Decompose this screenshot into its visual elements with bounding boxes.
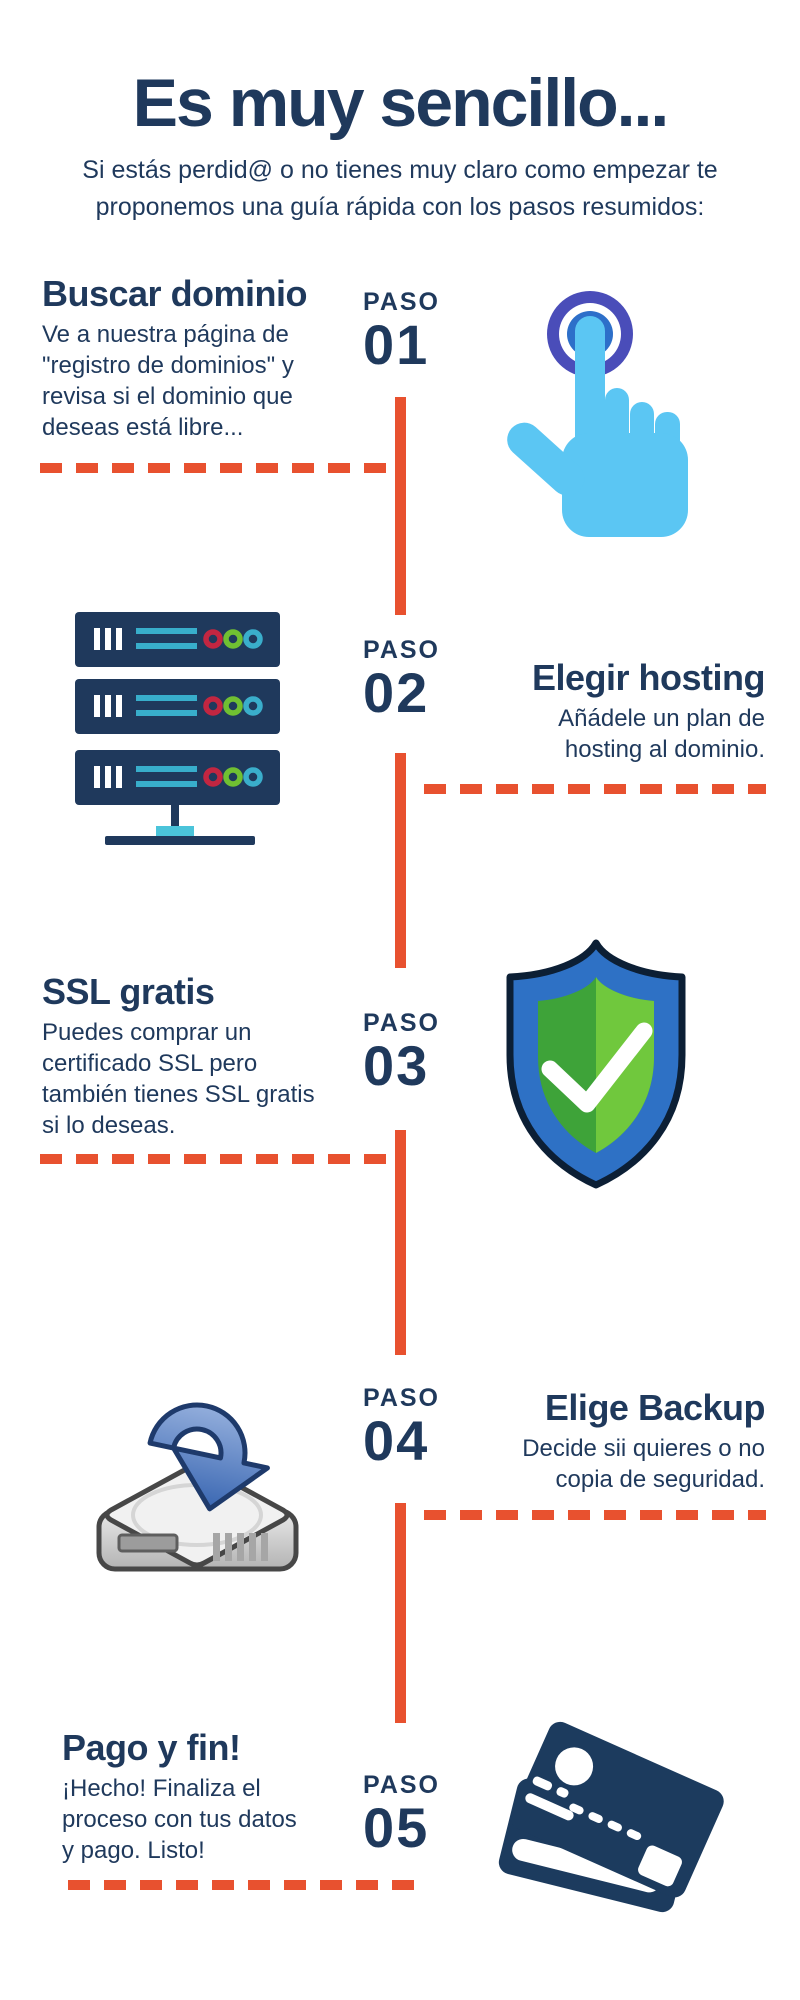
paso-number: 01 — [363, 313, 430, 376]
step2-body: Añádele un plan de hosting al dominio. — [558, 705, 765, 763]
page-subtitle: Si estás perdid@ o no tienes muy claro c… — [82, 156, 718, 221]
page-title: Es muy sencillo... — [132, 65, 670, 141]
timeline-segment-1 — [395, 397, 406, 615]
server-rack-icon — [75, 612, 280, 845]
paso-label: PASO — [363, 288, 440, 316]
credit-cards-icon — [498, 1721, 724, 1913]
step1-text-block: Buscar dominio Ve a nuestra página de "r… — [42, 272, 362, 443]
paso-number: 03 — [363, 1034, 430, 1097]
step4-dashed-divider — [424, 1510, 766, 1520]
paso-label: PASO — [363, 1771, 440, 1799]
paso-badge-01: PASO 01 — [363, 288, 453, 373]
paso-badge-02: PASO 02 — [363, 636, 453, 721]
timeline-segment-4 — [395, 1503, 406, 1723]
step3-text-block: SSL gratis Puedes comprar un certificado… — [42, 970, 382, 1141]
paso-number: 02 — [363, 661, 430, 724]
backup-drive-icon — [96, 1402, 299, 1572]
step1-heading: Buscar dominio — [42, 273, 308, 314]
step2-text-block: Elegir hosting Añádele un plan de hostin… — [385, 656, 766, 765]
hand-click-icon — [507, 291, 688, 537]
paso-label: PASO — [363, 1009, 440, 1037]
step3-dashed-divider — [40, 1154, 386, 1164]
paso-label: PASO — [363, 1384, 440, 1412]
step3-heading: SSL gratis — [42, 971, 215, 1012]
step1-dashed-divider — [40, 463, 390, 473]
step2-dashed-divider — [424, 784, 766, 794]
step3-body: Puedes comprar un certificado SSL pero t… — [42, 1019, 315, 1139]
paso-number: 04 — [363, 1409, 430, 1472]
step5-text-block: Pago y fin! ¡Hecho! Finaliza el proceso … — [62, 1726, 392, 1866]
step1-body: Ve a nuestra página de "registro de domi… — [42, 321, 294, 441]
step4-heading: Elige Backup — [544, 1387, 766, 1428]
step4-body: Decide sii quieres o no copia de segurid… — [522, 1435, 765, 1493]
paso-badge-05: PASO 05 — [363, 1771, 453, 1856]
step5-body: ¡Hecho! Finaliza el proceso con tus dato… — [62, 1775, 297, 1864]
step5-heading: Pago y fin! — [62, 1727, 241, 1768]
timeline-segment-3 — [395, 1130, 406, 1355]
step2-heading: Elegir hosting — [531, 657, 766, 698]
paso-label: PASO — [363, 636, 440, 664]
step5-dashed-divider — [68, 1880, 414, 1890]
paso-badge-04: PASO 04 — [363, 1384, 453, 1469]
paso-badge-03: PASO 03 — [363, 1009, 453, 1094]
timeline-segment-2 — [395, 753, 406, 968]
shield-check-icon — [506, 939, 686, 1189]
step4-text-block: Elige Backup Decide sii quieres o no cop… — [385, 1386, 765, 1495]
paso-number: 05 — [363, 1796, 430, 1859]
